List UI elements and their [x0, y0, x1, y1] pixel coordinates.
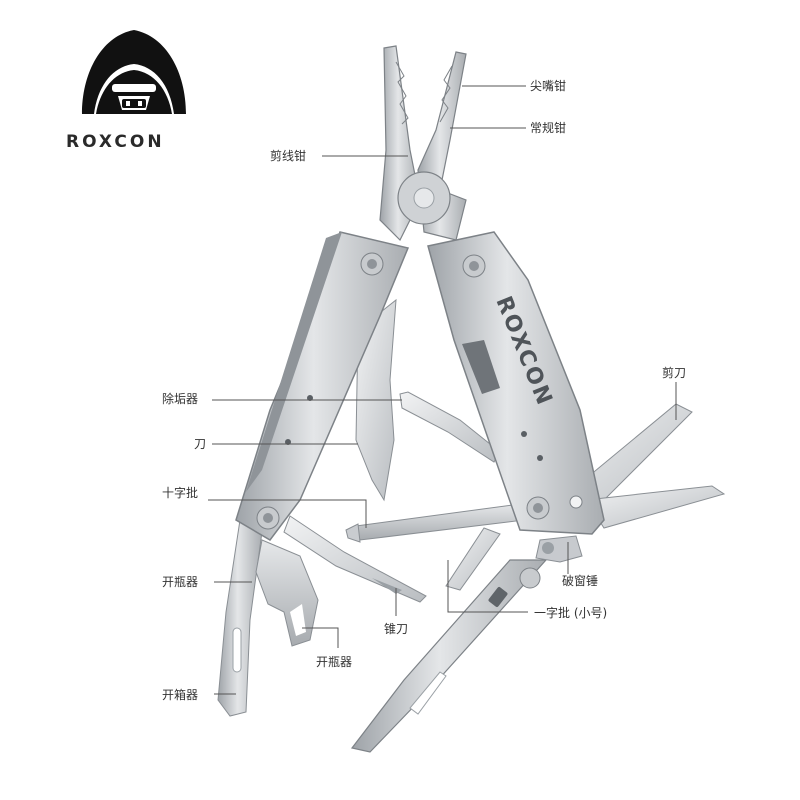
label-phillips: 十字批 — [162, 486, 199, 500]
label-knife: 刀 — [194, 437, 207, 451]
label-window-breaker: 破窗锤 — [562, 574, 599, 588]
right-handle — [427, 231, 605, 535]
label-regular-pliers: 常规钳 — [530, 121, 567, 135]
awl-tool — [283, 515, 427, 603]
leader-bottle-opener-bottom — [302, 627, 339, 648]
label-bottle-opener-left: 开瓶器 — [162, 575, 199, 589]
label-descaler: 除垢器 — [162, 392, 199, 406]
label-awl: 锥刀 — [384, 622, 409, 636]
brand-wordmark: ROXCON — [66, 132, 165, 152]
label-wire-cutter: 剪线钳 — [270, 149, 307, 163]
label-bottle-opener-bottom: 开瓶器 — [316, 655, 353, 669]
box-opener-tool — [217, 519, 263, 717]
label-box-opener: 开箱器 — [162, 688, 199, 702]
label-needle-nose: 尖嘴钳 — [530, 79, 567, 93]
leader-phillips — [208, 499, 367, 528]
bottle-opener-tool — [255, 539, 319, 647]
roxcon-logo — [82, 30, 186, 114]
flat-screwdriver-tool — [350, 559, 548, 753]
leader-lines — [208, 85, 677, 695]
hooded-figure-logo-icon — [82, 30, 186, 114]
plier-head — [379, 45, 467, 242]
leader-flat-screwdriver — [447, 560, 528, 613]
right-handle-assembly: ROXCON — [350, 231, 726, 753]
label-scissors: 剪刀 — [662, 366, 687, 380]
label-flat-screwdriver: 一字批 (小号) — [534, 606, 608, 620]
small-flat-tool — [445, 527, 501, 591]
